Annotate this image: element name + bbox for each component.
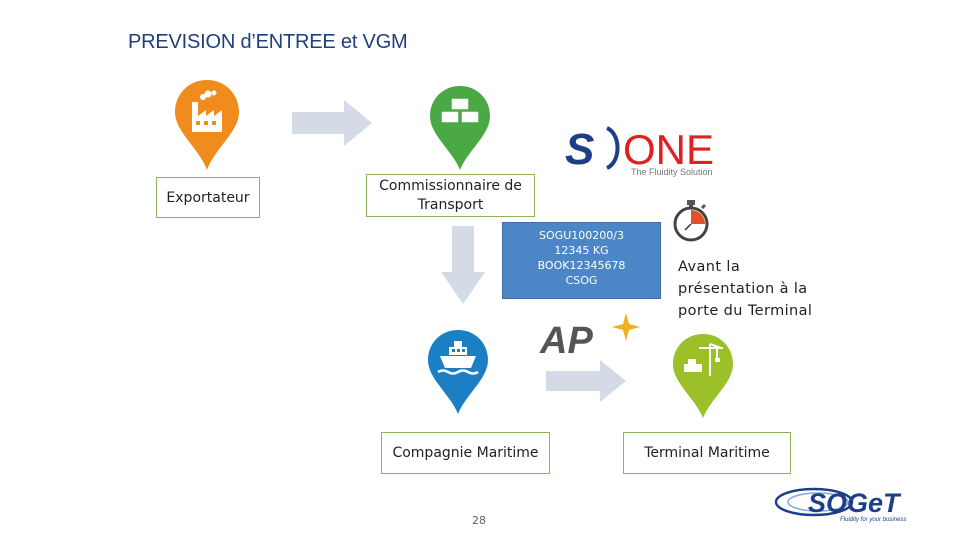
arrow-right-icon bbox=[292, 100, 372, 146]
port-crane-pin-icon bbox=[673, 334, 733, 418]
exporter-label-box: Exportateur bbox=[156, 177, 260, 218]
page-number: 28 bbox=[472, 514, 486, 527]
info-line-container: SOGU100200/3 bbox=[539, 229, 624, 242]
timing-note: Avant la présentation à la porte du Term… bbox=[678, 256, 812, 322]
note-line-1: Avant la bbox=[678, 259, 741, 275]
page-title: PREVISION d’ENTREE et VGM bbox=[128, 31, 408, 53]
svg-text:The Fluidity Solution: The Fluidity Solution bbox=[631, 167, 713, 177]
note-line-2: présentation à la bbox=[678, 281, 808, 297]
containers-pin-icon bbox=[430, 86, 490, 170]
terminal-label-box: Terminal Maritime bbox=[623, 432, 791, 474]
terminal-label: Terminal Maritime bbox=[644, 445, 770, 461]
note-line-3: porte du Terminal bbox=[678, 303, 813, 319]
svg-text:SOGeT: SOGeT bbox=[808, 488, 902, 518]
forwarder-label-line2: Transport bbox=[417, 196, 484, 213]
shipping-line-label: Compagnie Maritime bbox=[392, 445, 539, 461]
svg-text:Fluidity for your business: Fluidity for your business bbox=[840, 517, 906, 523]
svg-text:AP: AP bbox=[539, 320, 593, 362]
exporter-label: Exportateur bbox=[166, 189, 250, 206]
info-line-code: CSOG bbox=[565, 274, 598, 287]
svg-text:ONE: ONE bbox=[623, 126, 714, 173]
arrow-down-icon bbox=[441, 226, 485, 304]
container-info-box: SOGU100200/3 12345 KG BOOK12345678 CSOG bbox=[502, 222, 661, 299]
ap-plus-logo: AP bbox=[539, 313, 640, 362]
info-line-booking: BOOK12345678 bbox=[537, 259, 626, 272]
forwarder-label-line1: Commissionnaire de bbox=[379, 177, 522, 194]
stopwatch-icon bbox=[673, 200, 709, 242]
svg-text:S: S bbox=[565, 125, 594, 174]
info-line-weight: 12345 KG bbox=[554, 244, 609, 257]
sone-logo: S ONE The Fluidity Solution bbox=[565, 125, 714, 177]
factory-pin-icon bbox=[175, 80, 239, 170]
shipping-line-label-box: Compagnie Maritime bbox=[381, 432, 550, 474]
ship-pin-icon bbox=[428, 330, 488, 414]
arrow-right-icon bbox=[546, 360, 626, 402]
soget-logo: SOGeT Fluidity for your business bbox=[774, 487, 906, 523]
forwarder-label-box: Commissionnaire de Transport bbox=[366, 174, 535, 217]
